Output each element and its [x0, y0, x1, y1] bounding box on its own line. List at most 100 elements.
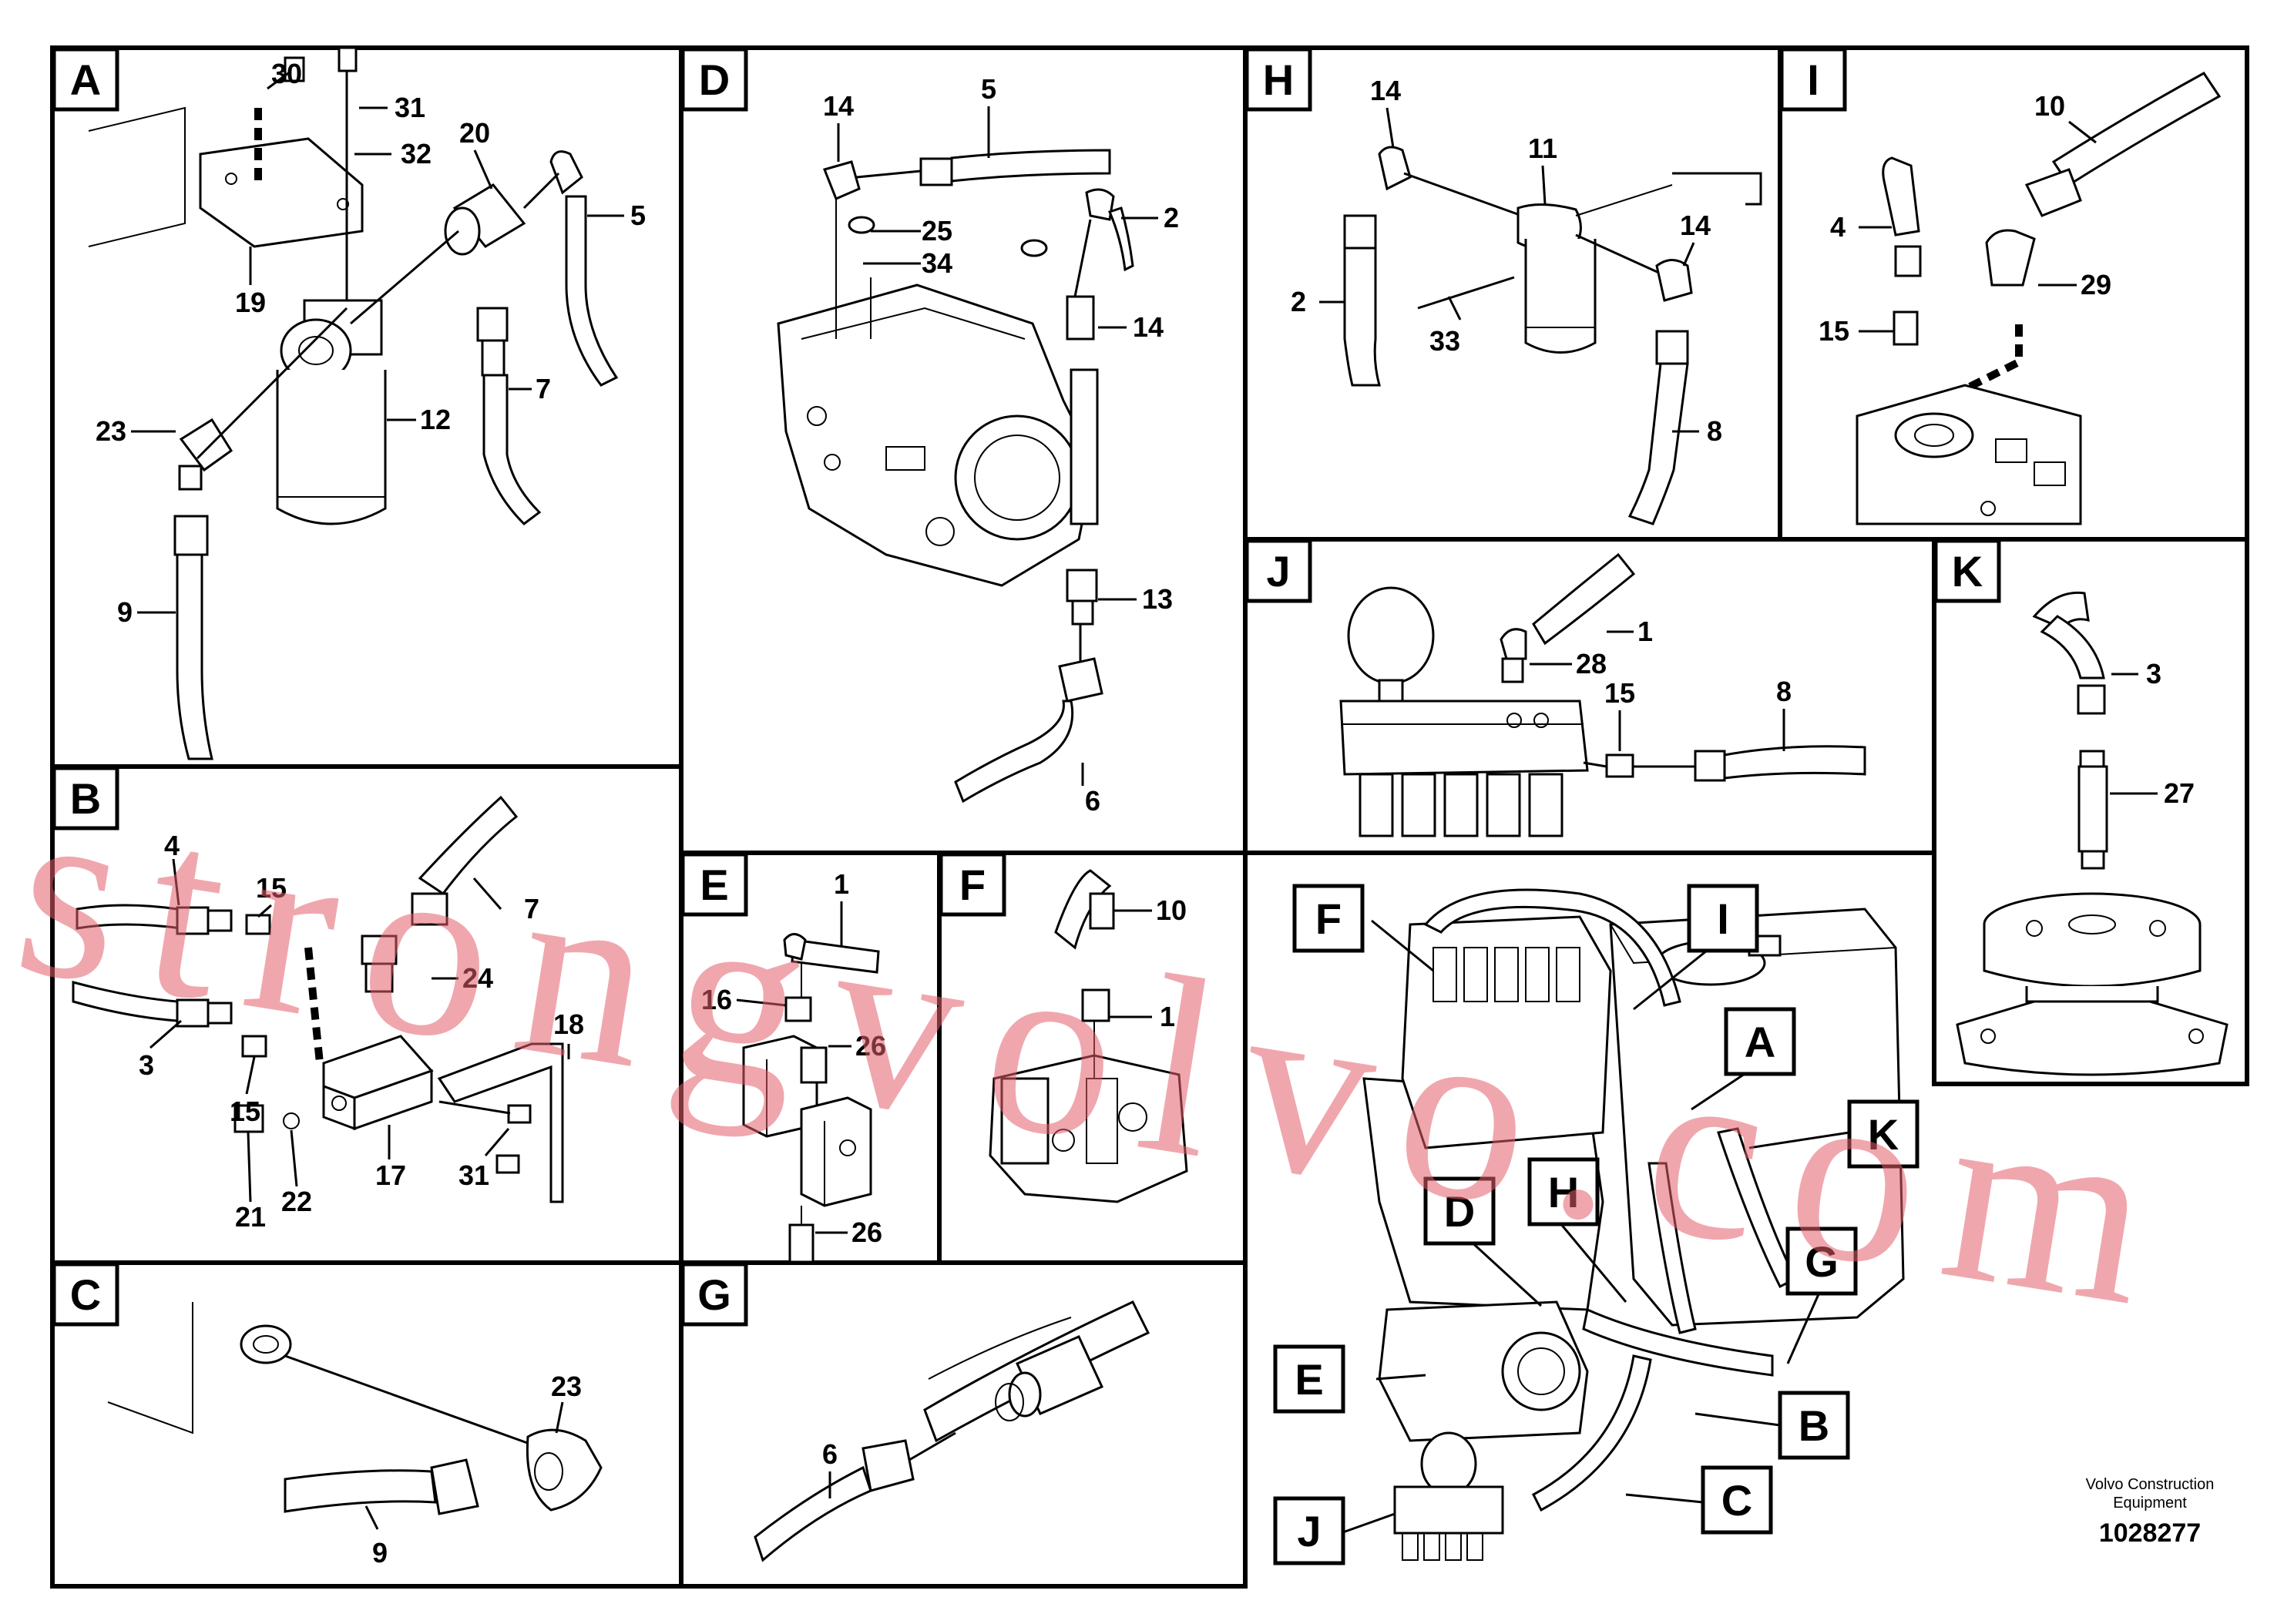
callout-i-10: 10 — [2034, 90, 2065, 122]
section-tag-c: C — [52, 1262, 119, 1327]
callout-b-3: 3 — [139, 1049, 154, 1081]
callout-d-14: 14 — [823, 90, 854, 122]
overview-j-valves — [1402, 1532, 1483, 1561]
section-k-drawing — [1956, 591, 2229, 1076]
section-tag-j: J — [1244, 539, 1312, 603]
overview-label-j: J — [1273, 1496, 1345, 1565]
section-g-callouts: 6 — [822, 1438, 838, 1498]
svg-text:J: J — [1266, 547, 1290, 596]
callout-e-26b: 26 — [851, 1216, 882, 1248]
svg-text:I: I — [1807, 55, 1819, 104]
callout-j-28: 28 — [1576, 648, 1607, 679]
overview-label-a: A — [1724, 1007, 1796, 1076]
section-e-callouts: 1 16 26 26 — [701, 868, 886, 1248]
callout-h-8: 8 — [1707, 415, 1722, 447]
section-k-callouts: 3 27 — [2110, 658, 2195, 809]
section-tag-a: A — [52, 47, 119, 112]
callout-e-1: 1 — [834, 868, 849, 900]
callout-k-3: 3 — [2146, 658, 2161, 690]
svg-text:K: K — [1868, 1110, 1899, 1159]
callout-b-22: 22 — [281, 1186, 312, 1217]
callout-a-23: 23 — [96, 415, 126, 447]
callout-j-8: 8 — [1776, 676, 1792, 707]
maker-line-2: Equipment — [2113, 1495, 2187, 1512]
callout-h-33: 33 — [1429, 325, 1460, 357]
overview-label-g: G — [1785, 1226, 1858, 1296]
callout-d-6: 6 — [1085, 785, 1100, 817]
overview-label-lines — [1340, 919, 1850, 1535]
callout-d-2: 2 — [1164, 202, 1179, 233]
section-i-callouts: 10 4 29 15 — [1819, 90, 2111, 347]
callout-f-1: 1 — [1160, 1001, 1175, 1032]
callout-i-4: 4 — [1830, 211, 1846, 243]
overview-label-e: E — [1273, 1344, 1345, 1414]
callout-f-10: 10 — [1156, 894, 1187, 926]
callout-c-23: 23 — [551, 1371, 582, 1402]
section-b-callouts: 4 15 7 24 3 15 18 21 22 17 31 — [139, 830, 584, 1233]
svg-text:I: I — [1717, 894, 1729, 943]
svg-text:K: K — [1952, 547, 1983, 596]
svg-text:F: F — [959, 861, 986, 909]
callout-i-29: 29 — [2081, 269, 2111, 300]
callout-d-14b: 14 — [1133, 311, 1164, 343]
callout-i-15: 15 — [1819, 315, 1849, 347]
section-tag-k: K — [1933, 539, 2001, 603]
section-tag-e: E — [680, 852, 748, 917]
callout-a-31: 31 — [395, 92, 425, 123]
overview-label-d: D — [1423, 1176, 1496, 1246]
section-d-callouts: 14 5 2 25 34 14 13 6 — [823, 73, 1179, 817]
callout-a-19: 19 — [235, 287, 266, 318]
section-h-callouts: 14 11 14 2 33 8 — [1291, 75, 1722, 447]
svg-text:C: C — [70, 1270, 101, 1319]
svg-text:D: D — [699, 55, 730, 104]
section-tag-d: D — [680, 47, 748, 112]
svg-text:G: G — [697, 1270, 731, 1319]
callout-b-24: 24 — [462, 962, 493, 994]
callout-a-12: 12 — [420, 404, 451, 435]
footer-block: Volvo Construction Equipment 1028277 — [2050, 1475, 2250, 1549]
section-tag-h: H — [1244, 47, 1312, 112]
overview-label-h: H — [1527, 1157, 1600, 1226]
overview-label-k: K — [1847, 1099, 1920, 1169]
callout-h-2: 2 — [1291, 286, 1306, 317]
section-tag-f: F — [939, 852, 1006, 917]
svg-text:A: A — [70, 55, 101, 104]
section-h-drawing — [1343, 146, 1762, 525]
valve-bank — [1359, 773, 1563, 837]
section-b-drawing — [72, 795, 564, 1203]
svg-text:B: B — [1799, 1401, 1829, 1450]
callout-b-17: 17 — [375, 1159, 406, 1191]
overview-labels: F I A K D H G E B J C — [1273, 884, 1920, 1565]
maker-line-1: Volvo Construction — [2085, 1476, 2215, 1493]
svg-text:A: A — [1745, 1018, 1775, 1066]
section-a-drawing — [88, 46, 619, 760]
callout-b-15b: 15 — [230, 1096, 260, 1127]
callout-c-9: 9 — [372, 1537, 388, 1569]
callout-d-34: 34 — [922, 247, 952, 279]
callout-a-32: 32 — [401, 138, 432, 169]
svg-text:E: E — [1295, 1355, 1323, 1404]
svg-text:F: F — [1315, 894, 1342, 943]
callout-d-13: 13 — [1142, 583, 1173, 615]
overview-label-b: B — [1778, 1391, 1850, 1460]
section-i-drawing — [1856, 72, 2222, 525]
overview-valve-block — [1432, 947, 1580, 1002]
reference-number: 1028277 — [2098, 1518, 2202, 1548]
section-tag-g: G — [680, 1262, 748, 1327]
svg-text:H: H — [1263, 55, 1294, 104]
section-f-drawing — [989, 869, 1188, 1203]
section-tags: A B C D E F G H I J K — [52, 47, 2001, 1327]
section-g-drawing — [754, 1300, 1150, 1562]
overview-label-i: I — [1687, 884, 1759, 953]
callout-a-30: 30 — [271, 58, 302, 89]
callout-a-7: 7 — [536, 373, 551, 404]
section-f-callouts: 10 1 — [1110, 894, 1187, 1032]
callout-b-18: 18 — [553, 1008, 584, 1040]
overview-label-f: F — [1292, 884, 1365, 953]
callout-h-14: 14 — [1370, 75, 1401, 106]
callout-h-14b: 14 — [1680, 210, 1711, 241]
callout-a-5: 5 — [630, 200, 646, 231]
callout-j-1: 1 — [1637, 616, 1653, 647]
callout-e-26: 26 — [855, 1030, 886, 1062]
